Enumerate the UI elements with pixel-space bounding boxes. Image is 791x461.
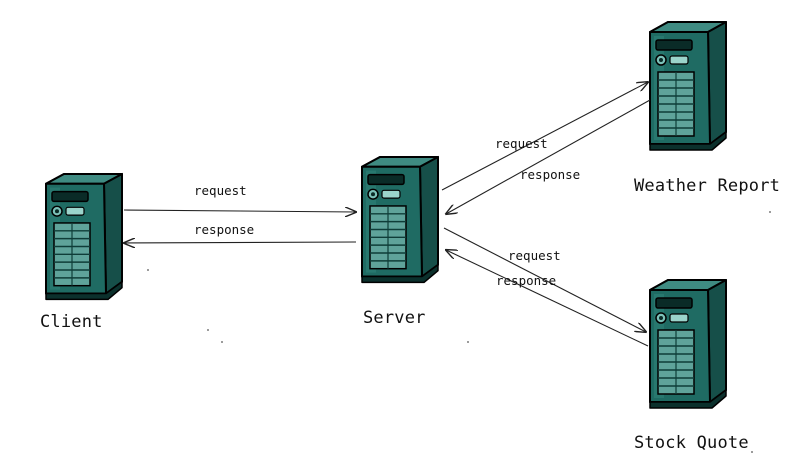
server-to-weather-request-arrow — [441, 82, 648, 191]
server-client-response-label: response — [194, 222, 255, 237]
weather-report-server-icon — [649, 21, 727, 151]
server-weather-request-label: request — [495, 136, 548, 151]
server-icon — [361, 155, 439, 284]
stock-quote-server-icon — [649, 279, 727, 409]
weather-report-label: Weather Report — [634, 176, 781, 196]
server-stock-request-label: request — [508, 248, 561, 263]
stock-server-response-label: response — [496, 273, 557, 288]
client-to-server-request-arrow — [123, 210, 356, 212]
weather-to-server-response-arrow — [446, 99, 651, 214]
weather-server-response-label: response — [520, 167, 581, 182]
client-label: Client — [40, 312, 103, 332]
stock-quote-label: Stock Quote — [634, 433, 749, 453]
server-label: Server — [363, 308, 426, 328]
client-server-icon — [45, 172, 123, 301]
server-to-stock-request-arrow — [443, 227, 646, 332]
server-to-client-response-arrow — [124, 242, 357, 243]
stock-to-server-response-arrow — [446, 250, 649, 347]
client-server-request-label: request — [194, 183, 247, 198]
